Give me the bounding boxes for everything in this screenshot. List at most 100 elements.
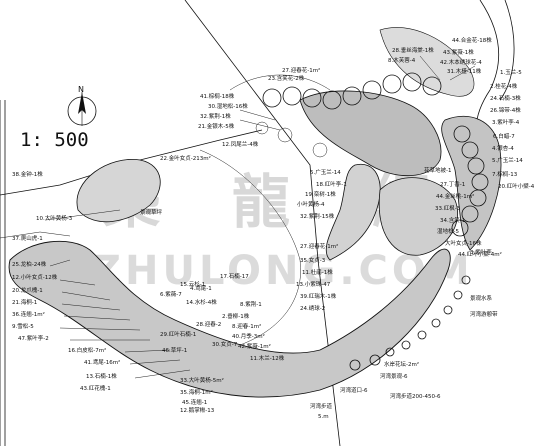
- label-55: 47.紫叶李-2: [18, 334, 49, 342]
- label-42: 12.小叶女贞-12株: [12, 273, 58, 281]
- label-45: 20.龙爪槐-1: [12, 286, 43, 294]
- label-16: 21.金银木-5株: [198, 122, 235, 130]
- label-25: 20.红叶小檗-4: [498, 182, 535, 190]
- north-arrow: N: [67, 85, 97, 126]
- label-2: 43.紫薇-1株: [443, 48, 474, 56]
- label-28: 19.栾树-1株: [305, 190, 336, 198]
- label-44: 17.石楠-17: [220, 272, 249, 280]
- island-west: [76, 158, 161, 223]
- label-20: 12.凤尾兰-4株: [222, 140, 259, 148]
- label-67: 12.鹅掌楸-13: [180, 406, 215, 414]
- label-60: 42.紫薇-1m²: [238, 342, 271, 350]
- label-81: 河湾步道200-450-6: [390, 392, 441, 400]
- label-61: 13.石楠-1株: [86, 372, 117, 380]
- label-9: 1.玉兰-5: [500, 68, 522, 76]
- label-17: 3.紫叶李-4: [492, 118, 520, 126]
- label-65: 35.海桐-1m²: [180, 388, 213, 396]
- label-41: 11.杜鹃-1株: [302, 268, 333, 276]
- label-75: 花草地被-1: [424, 166, 451, 174]
- label-15: 26.锦带-4株: [490, 106, 521, 114]
- planting-areas: [8, 27, 502, 398]
- label-12: 30.湿地松-16株: [208, 102, 248, 110]
- label-43: 13.小紫珠-47: [296, 280, 331, 288]
- label-13: 24.石楠-3株: [490, 94, 521, 102]
- label-53: 9.雪松-5: [12, 322, 34, 330]
- label-52: 14.水杉-4株: [186, 298, 217, 306]
- watermark-char-2: 龍: [232, 168, 290, 236]
- label-70: 29.红叶石楠-1: [160, 330, 196, 338]
- label-23: 7.棕榈-13: [492, 170, 518, 178]
- watermark-latin: ZHULONG.COM: [92, 248, 474, 294]
- label-54: 2.垂柳-1株: [222, 312, 250, 320]
- label-26: 5.广玉兰-14: [310, 168, 341, 176]
- label-86: 5.m: [318, 414, 329, 420]
- central-strip-planting: [325, 163, 381, 261]
- east-planting-mass: [378, 177, 458, 256]
- label-1: 44.合金花-18株: [452, 36, 492, 44]
- east-edge-planting: [441, 115, 502, 251]
- label-11: 2.桂花-4株: [490, 82, 518, 90]
- label-30: 32.紫荆-15株: [300, 212, 335, 220]
- label-46: 39.红瑞木-1株: [300, 292, 337, 300]
- lawn-edge-curve: [199, 149, 301, 346]
- tree-symbols: [255, 72, 489, 371]
- label-32: 34.含笑-1: [440, 216, 465, 224]
- label-14: 32.紫荆-1株: [200, 112, 231, 120]
- label-71: 30.女贞-7: [212, 340, 238, 348]
- north-planting-mass: [299, 90, 442, 177]
- label-49: 24.绣球-2: [300, 304, 325, 312]
- label-33: 10.大叶黄杨-3: [36, 214, 73, 222]
- label-19: 22.金叶女贞-213m²: [160, 154, 211, 162]
- scale-label: 1: 500: [20, 129, 89, 151]
- label-59: 41.鸢尾-16m²: [84, 358, 120, 366]
- label-47: 15.云杉-1: [180, 280, 205, 288]
- label-76: 44.红叶小檗-4m²: [458, 250, 502, 258]
- label-84: 河湾步道: [310, 402, 333, 410]
- label-82: 景观草坪: [140, 208, 163, 216]
- label-8: 31.木槿-11株: [447, 67, 482, 75]
- label-7: 23.含笑花-2株: [268, 74, 305, 82]
- label-27: 18.红叶李-1: [316, 180, 347, 188]
- label-36: 大叶女贞-16株: [445, 239, 482, 247]
- west-path-line: [0, 231, 71, 239]
- annotation-labels: 44.合金花-18株 43.紫薇-1株 28.垂丝海棠-1株 42.木本绣球花-…: [12, 36, 535, 420]
- riverside-planting-belt: [8, 240, 451, 398]
- label-3: 28.垂丝海棠-1株: [392, 46, 434, 54]
- label-35: 37.爬山虎-1: [12, 234, 43, 242]
- watermark: 築 龍 網 ZHULONG.COM: [92, 168, 474, 294]
- top-path-curve: [229, 74, 331, 91]
- label-38: 27.迎春花-1m²: [300, 242, 338, 250]
- label-37: 3.紫叶李-: [470, 248, 494, 256]
- leader-lines: [45, 55, 476, 379]
- label-64: 33.大叶黄杨-5m²: [180, 376, 224, 384]
- label-4: 42.木本绣球花-4: [440, 58, 482, 66]
- label-85: 4.鸢尾-1: [190, 284, 212, 292]
- label-62: 11.木兰-12株: [250, 354, 285, 362]
- label-78: 河湾景观-6: [380, 372, 408, 380]
- label-21: 4.银杏-4: [492, 144, 514, 152]
- label-31: 33.红枫-3: [435, 204, 461, 212]
- label-79: 景观水系: [470, 294, 493, 302]
- label-74: 27.丁香-1: [440, 180, 465, 188]
- label-51: 36.连翘-1m²: [12, 310, 45, 318]
- east-road-line-2: [499, 0, 515, 101]
- label-69: 28.迎春-2: [196, 320, 221, 328]
- label-83: 水岸花坛-2m²: [384, 360, 419, 368]
- label-29: 小叶黄杨-4: [297, 200, 325, 208]
- label-73: 44.金丝桃-1m²: [436, 192, 474, 200]
- label-5: 8.木芙蓉-4: [388, 56, 416, 64]
- label-22: 5.广玉兰-14: [492, 156, 523, 164]
- label-58: 40.月季-3m²: [232, 332, 265, 340]
- north-east-planting: [379, 27, 475, 97]
- label-57: 16.白皮松-7m²: [68, 346, 106, 354]
- north-label: N: [78, 85, 84, 94]
- label-66: 45.连翘-1: [182, 398, 207, 406]
- label-63: 43.红花槐-1: [80, 384, 111, 392]
- label-56: 8.迎春-1m²: [232, 322, 261, 330]
- label-48: 21.海桐-1: [12, 298, 37, 306]
- label-39: 35.女贞-3: [300, 256, 326, 264]
- label-6: 27.迎春花-1m²: [282, 66, 320, 74]
- label-77: 河湾道口-6: [340, 386, 368, 394]
